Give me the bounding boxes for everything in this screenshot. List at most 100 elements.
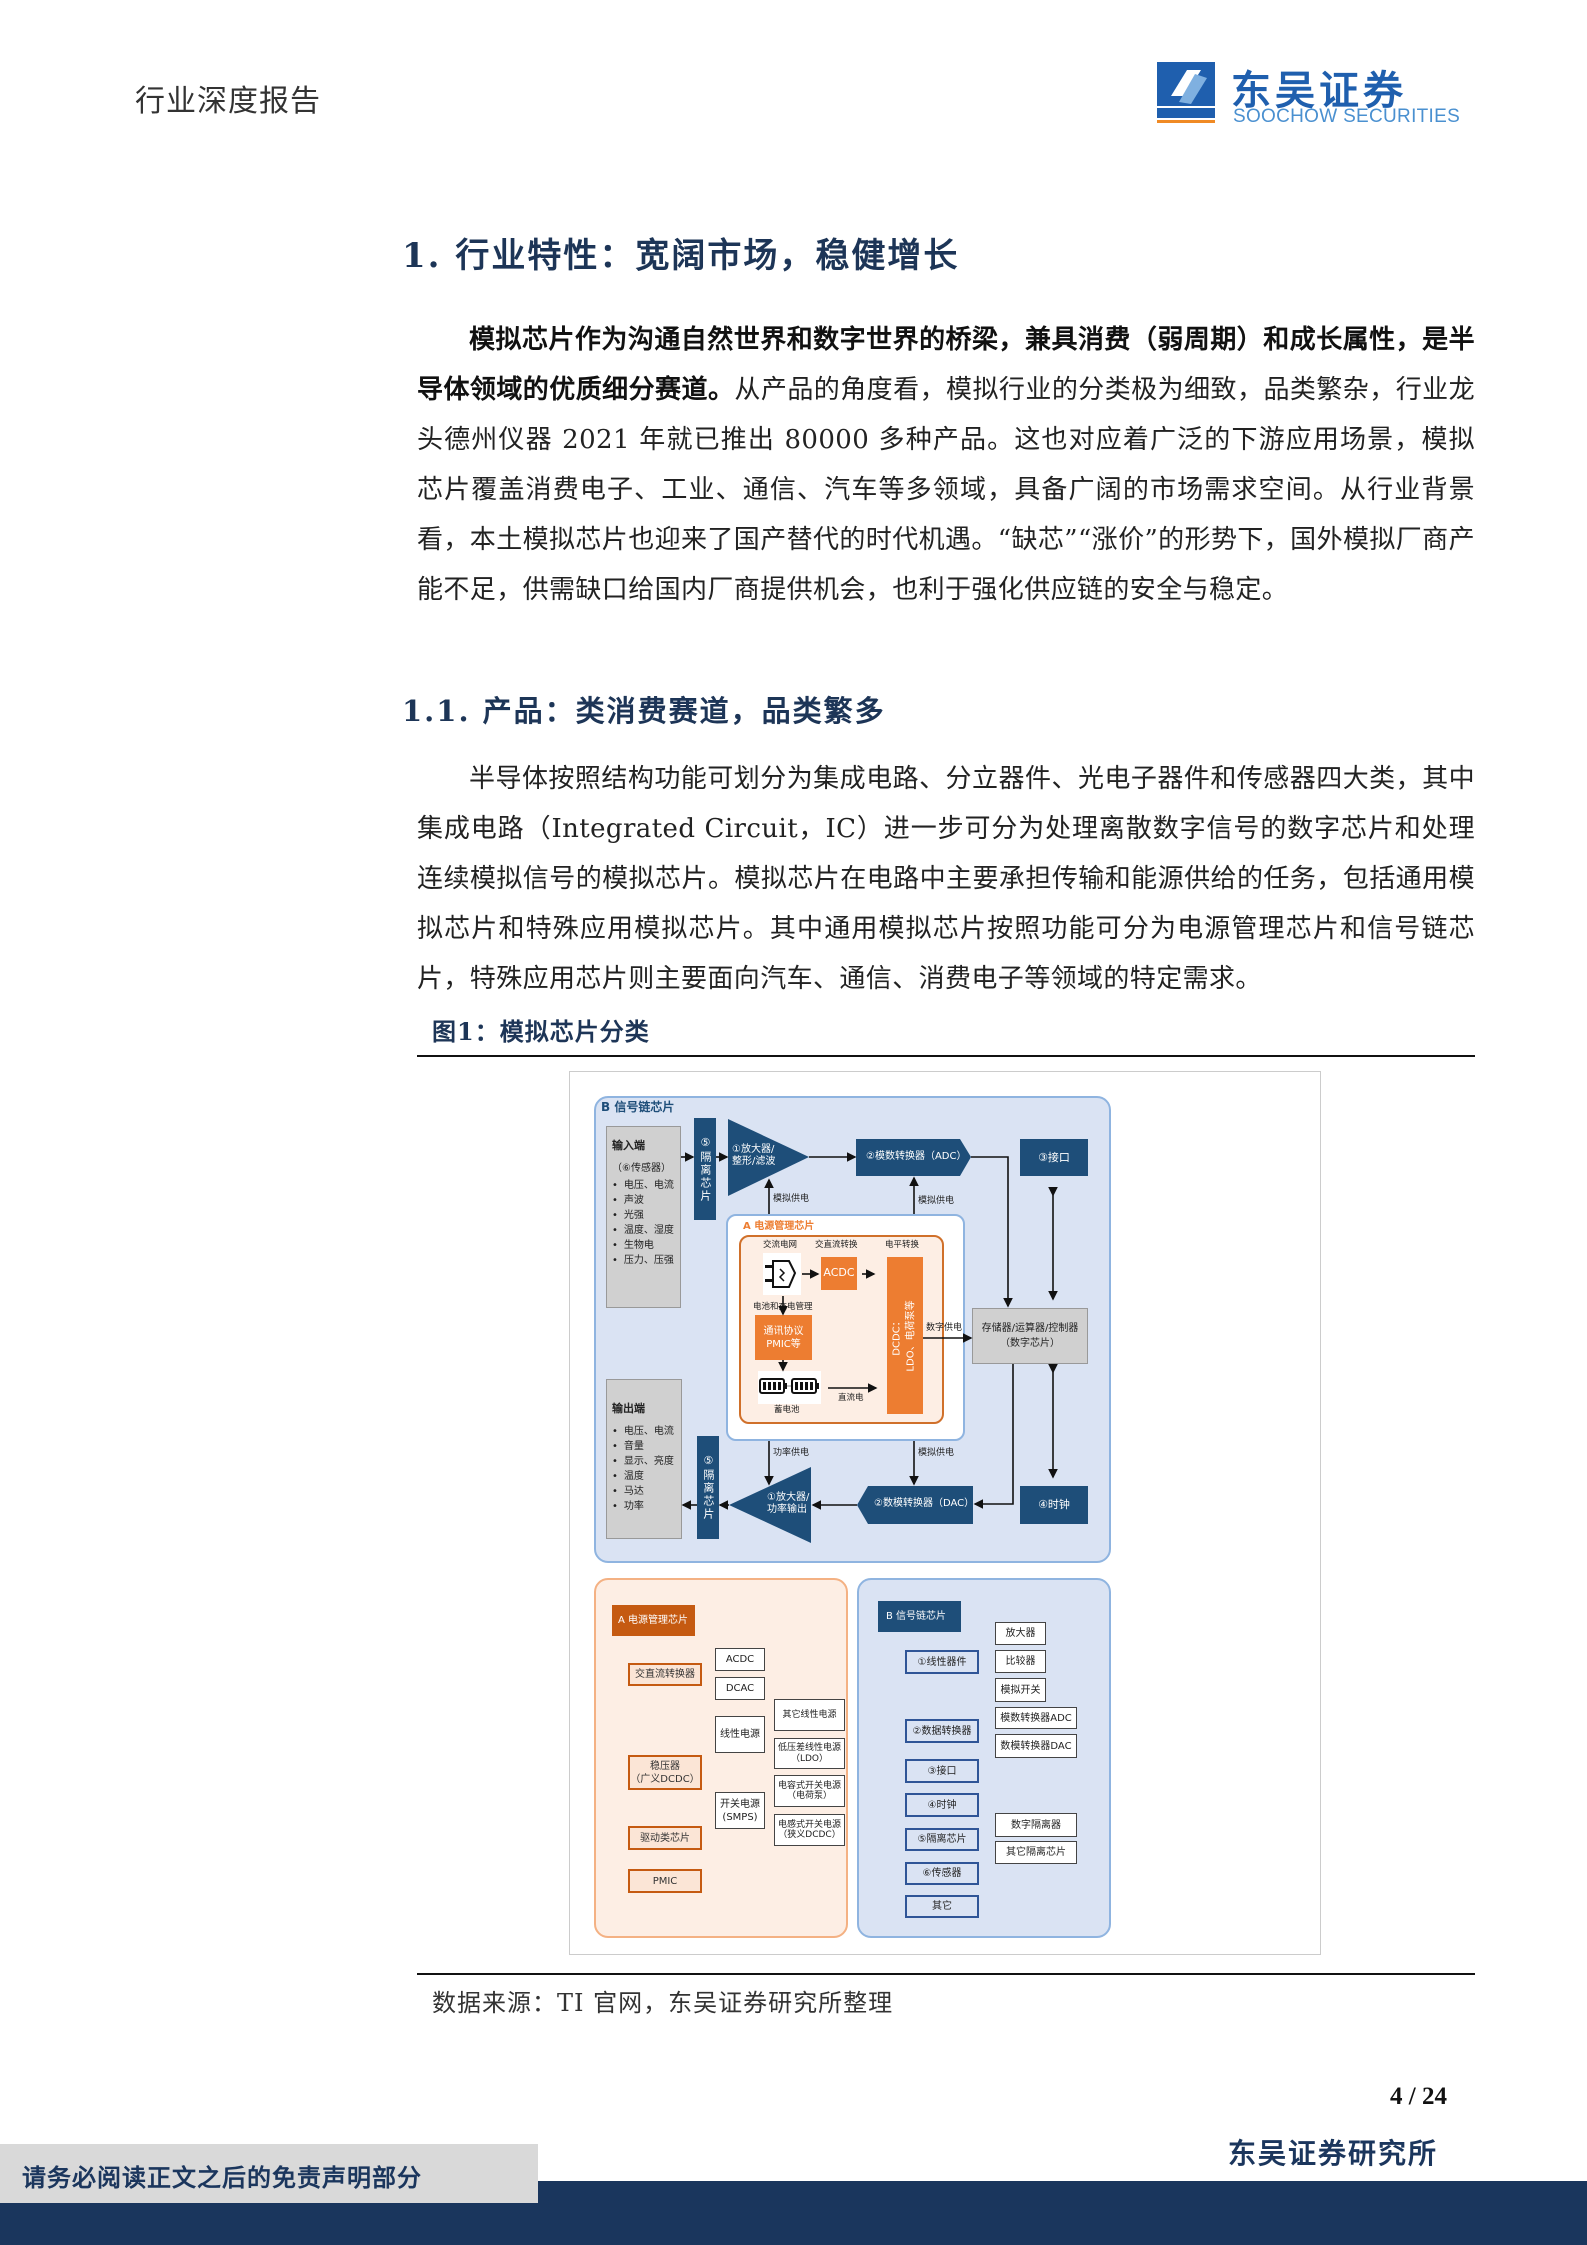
figure-bottom-rule <box>417 1973 1475 1975</box>
storage-box: 存储器/运算器/控制器 （数字芯片） <box>972 1308 1088 1364</box>
tree-sensor: ⑥传感器 <box>905 1862 979 1885</box>
output-item: 显示、亮度 <box>612 1454 681 1469</box>
dc-label: 直流电 <box>838 1393 864 1403</box>
amplifier-out-label: ①放大器/ 功率输出 <box>767 1492 810 1515</box>
input-item: 压力、压强 <box>612 1253 680 1268</box>
tree-other-isolation: 其它隔离芯片 <box>995 1841 1077 1864</box>
output-item: 音量 <box>612 1439 681 1454</box>
level-conversion-label: 电平转换 <box>885 1240 920 1250</box>
amplifier-in-shape <box>728 1119 809 1196</box>
dcdc-label: DCDC： <box>892 1315 903 1356</box>
figure-title: 图1：模拟芯片分类 <box>432 1017 650 1046</box>
tree-linear-power: 线性电源 <box>715 1716 765 1753</box>
analog-supply-label: 模拟供电 <box>918 1196 955 1206</box>
tree-analog-switch: 模拟开关 <box>995 1678 1046 1702</box>
input-item: 生物电 <box>612 1238 680 1253</box>
document-type: 行业深度报告 <box>135 84 321 119</box>
ac-grid-label: 交流电网 <box>763 1240 798 1250</box>
input-subtitle: （⑥传感器） <box>612 1163 671 1174</box>
pmic-box: 通讯协议 PMIC等 <box>755 1315 812 1360</box>
power-management-title: A 电源管理芯片 <box>743 1221 815 1232</box>
dcdc-ldo-box: DCDC： LDO、电荷泵等 <box>887 1257 923 1414</box>
logo-english-name: SOOCHOW SECURITIES <box>1233 106 1461 127</box>
figure-source: 数据来源：TI 官网，东吴证券研究所整理 <box>432 1989 894 2017</box>
tree-amplifier: 放大器 <box>995 1622 1046 1645</box>
adc-label: ②模数转换器（ADC） <box>866 1151 967 1162</box>
tree-acdc-converter: 交直流转换器 <box>628 1663 702 1686</box>
logo-chinese-name: 东吴证券 <box>1231 68 1407 114</box>
signal-chain-tree-panel <box>857 1578 1111 1938</box>
input-item: 电压、电流 <box>612 1178 680 1193</box>
acdc-box: ACDC <box>821 1257 857 1290</box>
tree-dcac: DCAC <box>715 1677 765 1700</box>
power-supply-label: 功率供电 <box>773 1448 810 1458</box>
storage-label: 存储器/运算器/控制器 <box>981 1323 1079 1334</box>
diagram-connectors <box>611 1119 1058 1908</box>
amplifier-in-label: ①放大器/ 整形/滤波 <box>732 1144 776 1167</box>
tree-regulator: 稳压器 （广义DCDC） <box>628 1755 702 1790</box>
tree-interface: ③接口 <box>905 1759 979 1783</box>
tree-smps: 开关电源 (SMPS) <box>715 1792 765 1829</box>
digital-supply-label: 数字供电 <box>926 1323 963 1333</box>
tree-comparator: 比较器 <box>995 1650 1046 1673</box>
paragraph-body: 从产品的角度看，模拟行业的分类极为细致，品类繁杂，行业龙头德州仪器 2021 年… <box>417 375 1475 605</box>
dac-shape <box>857 1486 973 1524</box>
acdc-conversion-label: 交直流转换 <box>815 1240 858 1250</box>
tree-other: 其它 <box>905 1895 979 1918</box>
battery-label: 蓄电池 <box>774 1405 800 1415</box>
isolation-chip-out: ⑤隔离芯片 <box>697 1436 719 1539</box>
section-paragraph: 模拟芯片作为沟通自然世界和数字世界的桥梁，兼具消费（弱周期）和成长属性，是半导体… <box>417 315 1475 615</box>
output-title: 输出端 <box>612 1402 645 1415</box>
input-item: 声波 <box>612 1193 680 1208</box>
paragraph-lead: 模拟芯片作为沟通自然世界和数字世界的桥梁，兼具消费（弱周期）和成长属性，是半导体… <box>417 325 1475 405</box>
footer-organization: 东吴证券研究所 <box>1228 2137 1439 2170</box>
tree-driver-chip: 驱动类芯片 <box>628 1826 702 1850</box>
output-item: 温度 <box>612 1469 681 1484</box>
company-logo: 东吴证券 SOOCHOW SECURITIES <box>1157 58 1472 130</box>
section-title: 1. 行业特性：宽阔市场，稳健增长 <box>402 236 960 276</box>
dac-label: ②数模转换器（DAC） <box>874 1498 975 1509</box>
output-item: 功率 <box>612 1499 681 1514</box>
clock-box: ④时钟 <box>1020 1486 1088 1524</box>
subsection-title: 1.1. 产品：类消费赛道，品类繁多 <box>402 694 886 728</box>
battery-management-label: 电池和充电管理 <box>753 1302 813 1312</box>
tree-inductive-dcdc: 电感式开关电源（狭义DCDC） <box>774 1814 845 1846</box>
tree-ldo: 低压差线性电源（LDO） <box>774 1738 845 1769</box>
output-item: 马达 <box>612 1484 681 1499</box>
tree-pmic: PMIC <box>628 1869 702 1893</box>
tree-linear-device: ①线性器件 <box>905 1650 979 1674</box>
output-box: 输出端 电压、电流 音量 显示、亮度 温度 马达 功率 <box>606 1379 682 1539</box>
battery-icon <box>758 1371 821 1404</box>
tree-a-title: A 电源管理芯片 <box>612 1605 695 1636</box>
output-list: 电压、电流 音量 显示、亮度 温度 马达 功率 <box>612 1424 681 1514</box>
storage-sublabel: （数字芯片） <box>1000 1338 1060 1349</box>
analog-chip-classification-diagram: B 信号链芯片 输入端 （⑥传感器） 电压、电流 声波 光强 温度、湿度 生物电… <box>569 1071 1321 1955</box>
tree-other-linear: 其它线性电源 <box>774 1699 845 1731</box>
disclaimer-note: 请务必阅读正文之后的免责声明部分 <box>0 2144 538 2203</box>
tree-clock: ④时钟 <box>905 1793 979 1817</box>
scs-logo-icon <box>1157 62 1215 123</box>
page-number: 4 / 24 <box>1390 2083 1447 2110</box>
subsection-paragraph: 半导体按照结构功能可划分为集成电路、分立器件、光电子器件和传感器四大类，其中集成… <box>417 764 1475 994</box>
ldo-label: LDO、电荷泵等 <box>906 1299 917 1372</box>
isolation-chip-in: ⑤隔离芯片 <box>694 1118 716 1220</box>
tree-acdc: ACDC <box>715 1648 765 1671</box>
tree-charge-pump: 电容式开关电源（电荷泵） <box>774 1775 845 1807</box>
input-box: 输入端 （⑥传感器） 电压、电流 声波 光强 温度、湿度 生物电 压力、压强 <box>606 1126 681 1308</box>
figure-top-rule <box>417 1055 1475 1057</box>
signal-chain-title: B 信号链芯片 <box>601 1100 675 1114</box>
output-item: 电压、电流 <box>612 1424 681 1439</box>
analog-supply-label: 模拟供电 <box>773 1194 810 1204</box>
tree-adc: 模数转换器ADC <box>995 1707 1077 1729</box>
tree-isolation: ⑤隔离芯片 <box>905 1828 979 1851</box>
tree-digital-isolator: 数字隔离器 <box>995 1813 1077 1837</box>
input-title: 输入端 <box>612 1139 645 1152</box>
interface-box: ③接口 <box>1020 1139 1088 1176</box>
amplifier-out-shape <box>729 1467 811 1543</box>
tree-dac: 数模转换器DAC <box>995 1734 1077 1758</box>
input-item: 光强 <box>612 1208 680 1223</box>
analog-supply-label: 模拟供电 <box>918 1448 955 1458</box>
input-item: 温度、湿度 <box>612 1223 680 1238</box>
tree-b-title: B 信号链芯片 <box>878 1601 961 1632</box>
input-list: 电压、电流 声波 光强 温度、湿度 生物电 压力、压强 <box>612 1178 680 1268</box>
